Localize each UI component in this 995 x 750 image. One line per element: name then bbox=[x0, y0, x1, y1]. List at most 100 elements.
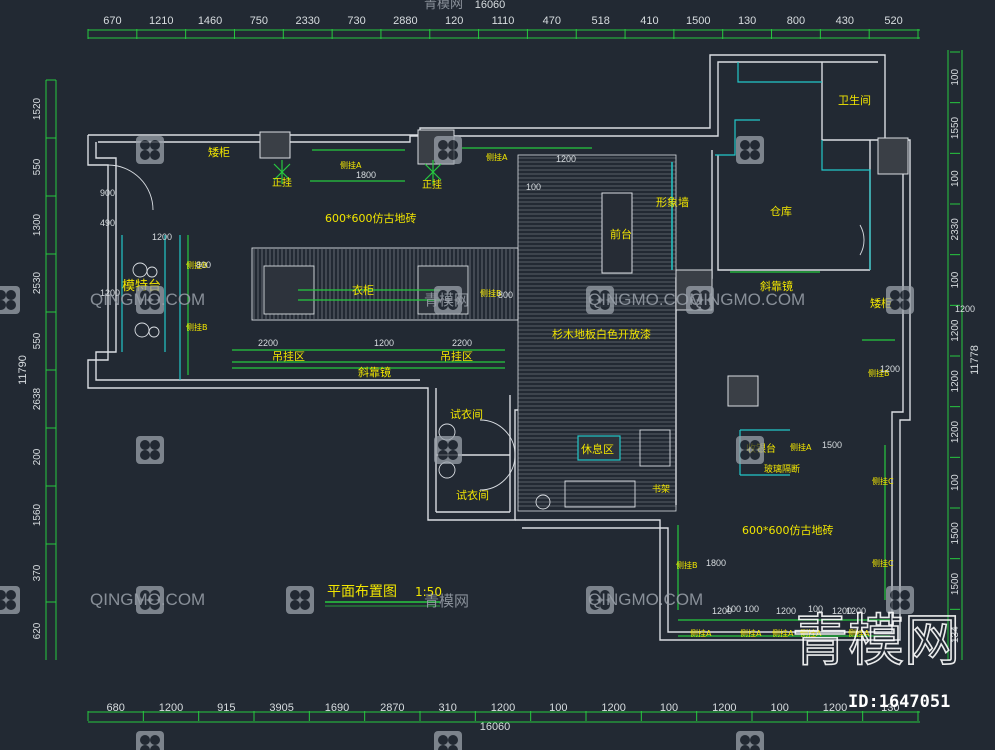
watermark-site-5: QINGMO.COM bbox=[690, 290, 805, 309]
bottom-dimension-label: 915 bbox=[217, 702, 235, 714]
left-dimension-label: 2530 bbox=[32, 271, 43, 294]
rest-area-table bbox=[577, 435, 621, 461]
watermark-logo-dot bbox=[150, 290, 160, 300]
watermark-logo-dot bbox=[750, 745, 760, 750]
left-dimension-label: 550 bbox=[32, 158, 43, 175]
top-dimension-label: 130 bbox=[738, 15, 756, 27]
left-dimension-label: 1520 bbox=[32, 97, 43, 120]
watermark-logo-dot bbox=[150, 745, 160, 750]
watermark-logo-dot bbox=[6, 290, 16, 300]
right-dimension-label: 100 bbox=[950, 69, 961, 86]
watermark-logo-icon bbox=[736, 136, 764, 164]
watermark-logo-dot bbox=[438, 745, 448, 750]
reception-desk bbox=[601, 192, 633, 274]
top-dimension-label: 2880 bbox=[393, 15, 417, 27]
top-dimension-label: 1110 bbox=[492, 15, 515, 27]
side-hang-label: 侧挂B bbox=[480, 288, 502, 298]
watermark-logo-icon bbox=[586, 586, 614, 614]
watermark-logo-dot bbox=[438, 735, 448, 745]
watermark-logo-dot bbox=[438, 290, 448, 300]
top-total-dimension: 16060 bbox=[475, 0, 506, 11]
inner-dimension-label: 900 bbox=[100, 188, 115, 198]
watermark-logo-tile bbox=[136, 436, 164, 464]
watermark-logo-dot bbox=[448, 140, 458, 150]
dimension-chain-top bbox=[88, 29, 920, 39]
label-wood-floor: 杉木地板白色开放漆 bbox=[552, 327, 651, 341]
watermark-logo-dot bbox=[750, 140, 760, 150]
inner-dimension-label: 1200 bbox=[556, 154, 576, 164]
side-hang-label: 侧挂C bbox=[872, 558, 894, 568]
inner-dimension-label: 1200 bbox=[374, 338, 394, 348]
watermark-logo-icon bbox=[136, 731, 164, 750]
watermark-logo-dot bbox=[690, 300, 700, 310]
hanging-front-markers bbox=[273, 160, 442, 184]
watermark-logo-icon bbox=[0, 286, 20, 314]
bottom-dimension-label: 1690 bbox=[325, 702, 349, 714]
inner-dimension-label: 1200 bbox=[880, 364, 900, 374]
right-total-dimension: 11778 bbox=[969, 345, 981, 375]
watermark-logo-dot bbox=[150, 150, 160, 160]
label-hanging-1: 吊挂区 bbox=[272, 349, 305, 363]
top-dimension-label: 730 bbox=[347, 15, 365, 27]
left-dimension-label: 2638 bbox=[32, 387, 43, 410]
watermark-logos bbox=[0, 136, 914, 750]
watermark-logo-dot bbox=[890, 600, 900, 610]
right-dimension-label: 1200 bbox=[950, 319, 961, 342]
watermark-logo-dot bbox=[140, 745, 150, 750]
bottom-dimension-label: 130 bbox=[881, 702, 899, 714]
side-hang-label: 侧挂B bbox=[186, 322, 208, 332]
watermark-logo-dot bbox=[600, 600, 610, 610]
right-dimension-label: 1500 bbox=[950, 522, 961, 545]
bottom-total-dimension: 16060 bbox=[480, 721, 511, 733]
side-hang-label: 侧挂C bbox=[872, 476, 894, 486]
top-dimension-label: 800 bbox=[787, 15, 805, 27]
bottom-dimension-label: 3905 bbox=[269, 702, 293, 714]
side-hang-label: 侧挂A bbox=[340, 160, 362, 170]
label-book-shelf: 书架 bbox=[652, 484, 670, 495]
watermark-brand-small-1: 青模网 bbox=[424, 292, 469, 309]
side-hang-label: 侧挂A bbox=[772, 628, 794, 638]
inner-dimension-label: 800 bbox=[498, 290, 513, 300]
left-dimension-label: 1560 bbox=[32, 503, 43, 526]
left-total-dimension: 11790 bbox=[17, 355, 29, 385]
label-reception: 前台 bbox=[610, 227, 632, 241]
drawing-scale: 1:50 bbox=[415, 585, 442, 599]
watermark-logo-icon bbox=[434, 436, 462, 464]
inner-dimension-label: 100 bbox=[808, 604, 823, 614]
watermark-logo-icon bbox=[686, 286, 714, 314]
watermark-id: ID:1647051 bbox=[848, 692, 950, 712]
watermark-logo-dot bbox=[448, 290, 458, 300]
watermark-logo-dot bbox=[6, 300, 16, 310]
inner-dimension-label: 100 bbox=[744, 604, 759, 614]
watermark-logo-dot bbox=[600, 300, 610, 310]
inner-dimension-label: 1200 bbox=[955, 304, 975, 314]
watermark-logo-dot bbox=[740, 140, 750, 150]
watermark-logo-dot bbox=[140, 590, 150, 600]
bottom-dimension-label: 1200 bbox=[712, 702, 736, 714]
watermark-logo-dot bbox=[448, 735, 458, 745]
label-hanging-front-1: 正挂 bbox=[272, 176, 292, 189]
watermark-logo-dot bbox=[900, 600, 910, 610]
label-floor-tile-left: 600*600仿古地砖 bbox=[325, 211, 417, 225]
top-dimension-label: 520 bbox=[884, 15, 902, 27]
watermark-logo-tile bbox=[736, 136, 764, 164]
label-mirror-1: 斜靠镜 bbox=[358, 365, 391, 379]
right-dimension-label: 100 bbox=[950, 170, 961, 187]
plant-pot bbox=[535, 494, 551, 510]
dimension-labels-right: 1001550100233010012001200120010015001500… bbox=[950, 51, 961, 643]
bottom-dimension-label: 1200 bbox=[823, 702, 847, 714]
watermark-logo-dot bbox=[740, 150, 750, 160]
watermark-logo-tile bbox=[434, 436, 462, 464]
watermark-logo-dot bbox=[300, 600, 310, 610]
watermark-logo-dot bbox=[0, 290, 6, 300]
inner-dimension-label: 1200 bbox=[776, 606, 796, 616]
watermark-logo-dot bbox=[300, 590, 310, 600]
side-hang-label: 侧挂A bbox=[740, 628, 762, 638]
hanging-rails bbox=[187, 147, 895, 637]
label-mirror-2: 斜靠镜 bbox=[760, 279, 793, 293]
watermark-logo-icon bbox=[434, 136, 462, 164]
watermark-logo-dot bbox=[448, 745, 458, 750]
armchair bbox=[639, 429, 671, 467]
top-dimension-label: 470 bbox=[543, 15, 561, 27]
watermark-logo-dot bbox=[740, 745, 750, 750]
